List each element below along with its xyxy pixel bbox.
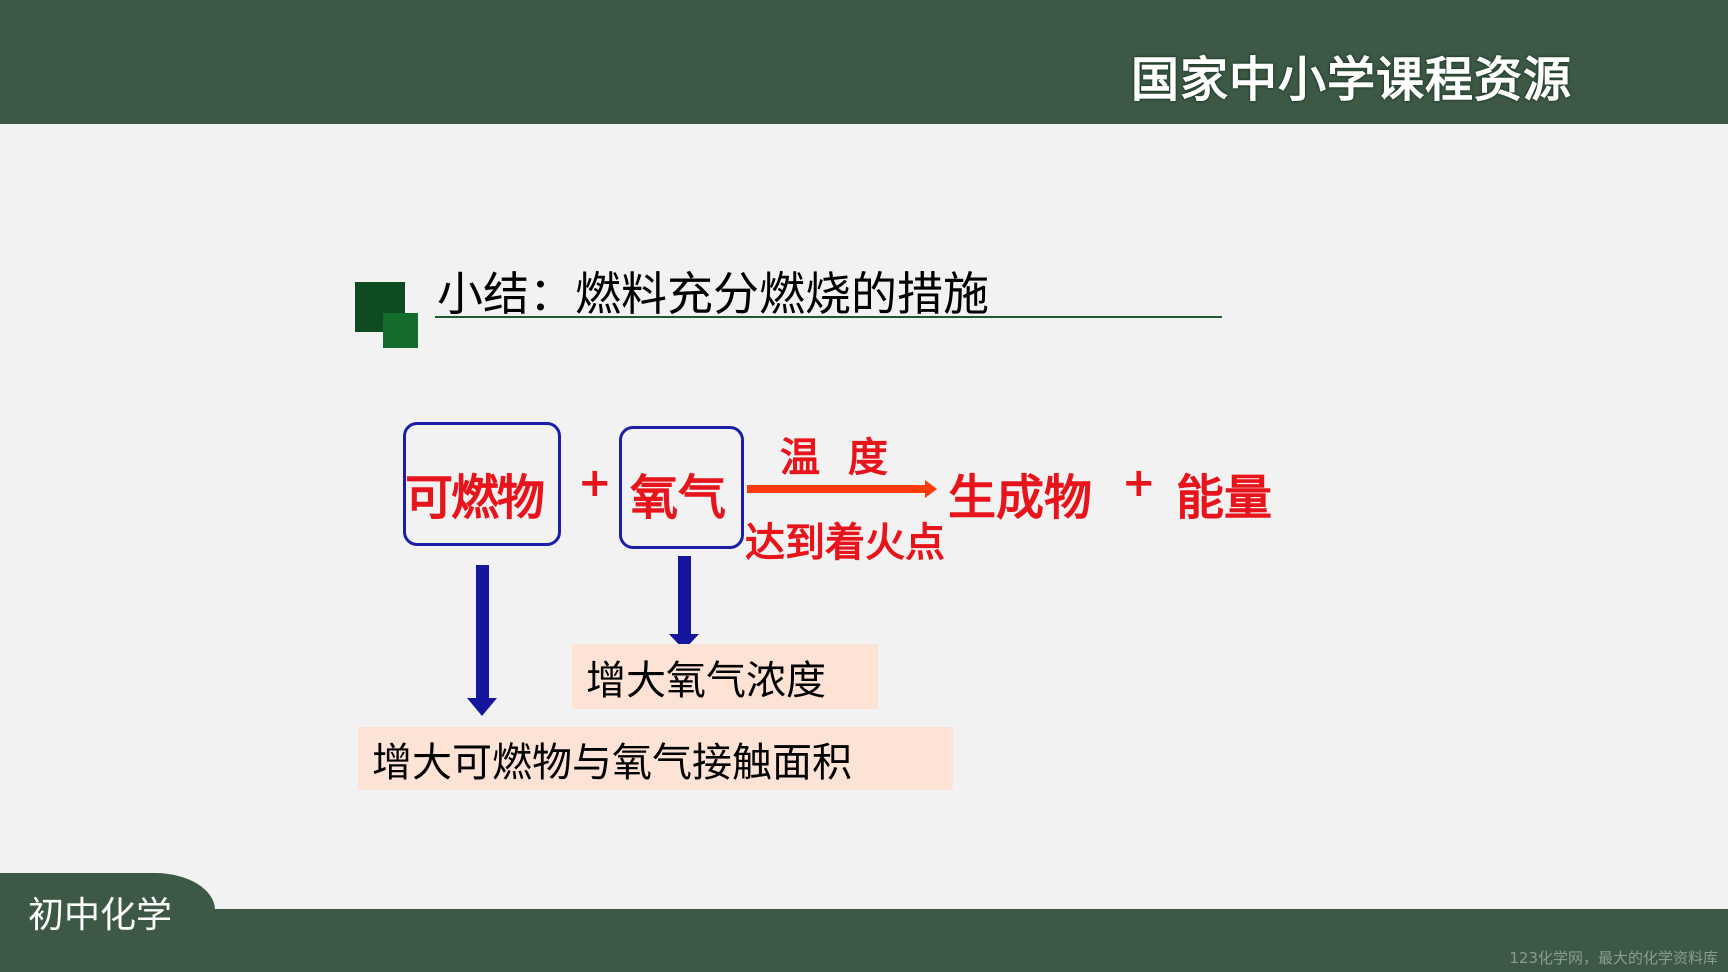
reactant-combustible: 可燃物: [405, 470, 545, 526]
energy: 能量: [1176, 470, 1273, 526]
subject-label: 初中化学: [28, 895, 173, 936]
reaction-arrow: [747, 485, 927, 493]
subject-tab: [0, 873, 215, 910]
product: 生成物: [948, 470, 1093, 526]
header-bar: [0, 0, 1728, 124]
measure-contact-area: 增大可燃物与氧气接触面积: [358, 727, 953, 790]
title-bullet-square-light: [383, 313, 418, 348]
footer-bar: [0, 909, 1728, 972]
measure-oxygen-concentration: 增大氧气浓度: [572, 644, 878, 709]
reactant-box-oxygen: [619, 426, 744, 549]
reactant-box-combustible: [403, 422, 561, 546]
condition-temperature: 温 度: [780, 435, 888, 481]
watermark: 123化学网，最大的化学资料库: [1509, 949, 1718, 967]
reactant-oxygen: 氧气: [630, 470, 727, 526]
slide-title: 小结：燃料充分燃烧的措施: [437, 267, 989, 321]
condition-ignition-point: 达到着火点: [745, 520, 945, 566]
title-underline: [435, 316, 1222, 318]
plus-sign-2: +: [1122, 460, 1156, 506]
down-arrow-icon: [467, 698, 497, 716]
plus-sign: +: [578, 460, 612, 506]
down-arrow-1-shaft: [476, 565, 489, 700]
reaction-arrow-head-icon: [925, 480, 937, 498]
down-arrow-2-shaft: [678, 556, 691, 636]
logo-text: 国家中小学课程资源: [1130, 52, 1572, 108]
